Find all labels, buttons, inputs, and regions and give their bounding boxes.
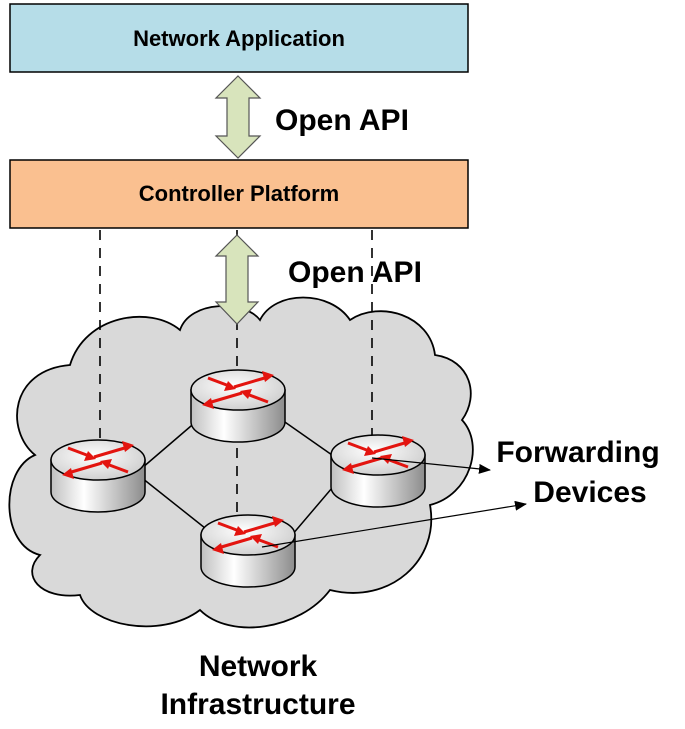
- upper-api-arrow: [214, 75, 262, 159]
- upper-open-api-label: Open API: [275, 104, 409, 137]
- lower-api-arrow: [214, 234, 260, 325]
- network-infrastructure-cloud: [8, 296, 474, 629]
- lower-open-api-label: Open API: [288, 256, 422, 289]
- router-right: [329, 433, 427, 509]
- network-infrastructure-label-line2: Infrastructure: [160, 688, 355, 721]
- controller-platform-layer: Controller Platform: [9, 159, 469, 229]
- controller-platform-label: Controller Platform: [139, 181, 339, 206]
- forwarding-devices-label-line2: Devices: [533, 476, 646, 509]
- forwarding-devices-label-line1: Forwarding: [496, 436, 659, 469]
- forwarding-devices-pointers: [261, 457, 527, 548]
- router-top: [189, 368, 287, 444]
- router-left: [49, 438, 147, 514]
- network-application-layer: Network Application: [9, 3, 469, 73]
- device-links: [141, 419, 333, 536]
- router-bottom: [199, 513, 297, 589]
- network-application-label: Network Application: [133, 26, 345, 51]
- network-infrastructure-label-line1: Network: [199, 650, 318, 683]
